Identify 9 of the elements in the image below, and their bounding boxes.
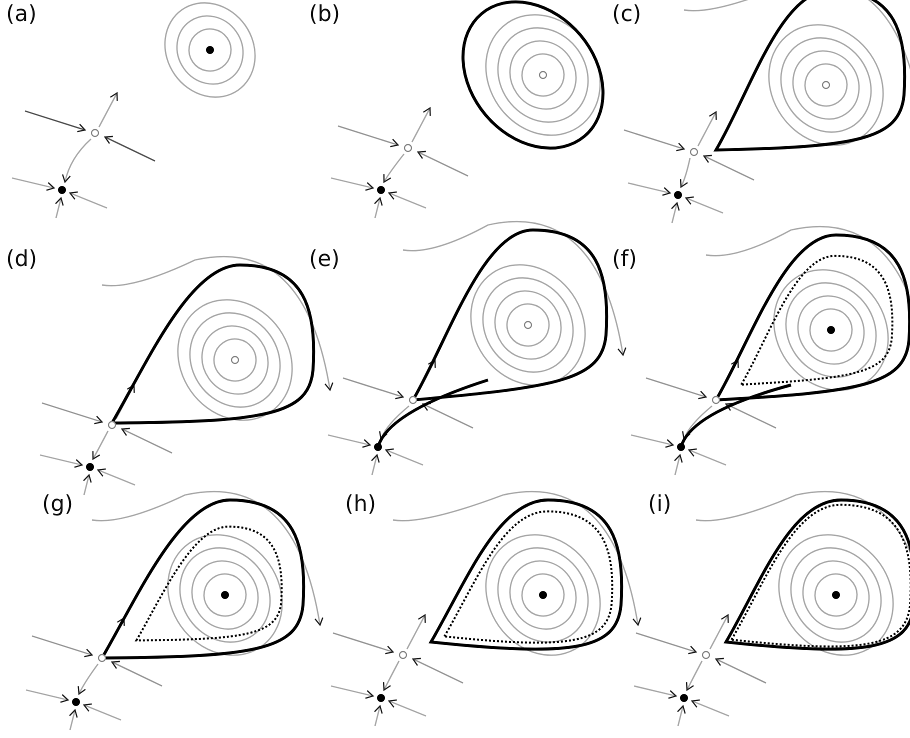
panel-label: (f)	[612, 247, 637, 272]
panel-label: (i)	[648, 492, 672, 517]
panel-label: (a)	[6, 2, 37, 27]
panel-label: (b)	[309, 2, 340, 27]
panel-label: (g)	[42, 492, 74, 517]
panel-label: (h)	[345, 492, 376, 517]
panel-label: (c)	[612, 2, 642, 27]
panel-label: (e)	[309, 247, 340, 272]
panel-label: (d)	[6, 247, 38, 272]
